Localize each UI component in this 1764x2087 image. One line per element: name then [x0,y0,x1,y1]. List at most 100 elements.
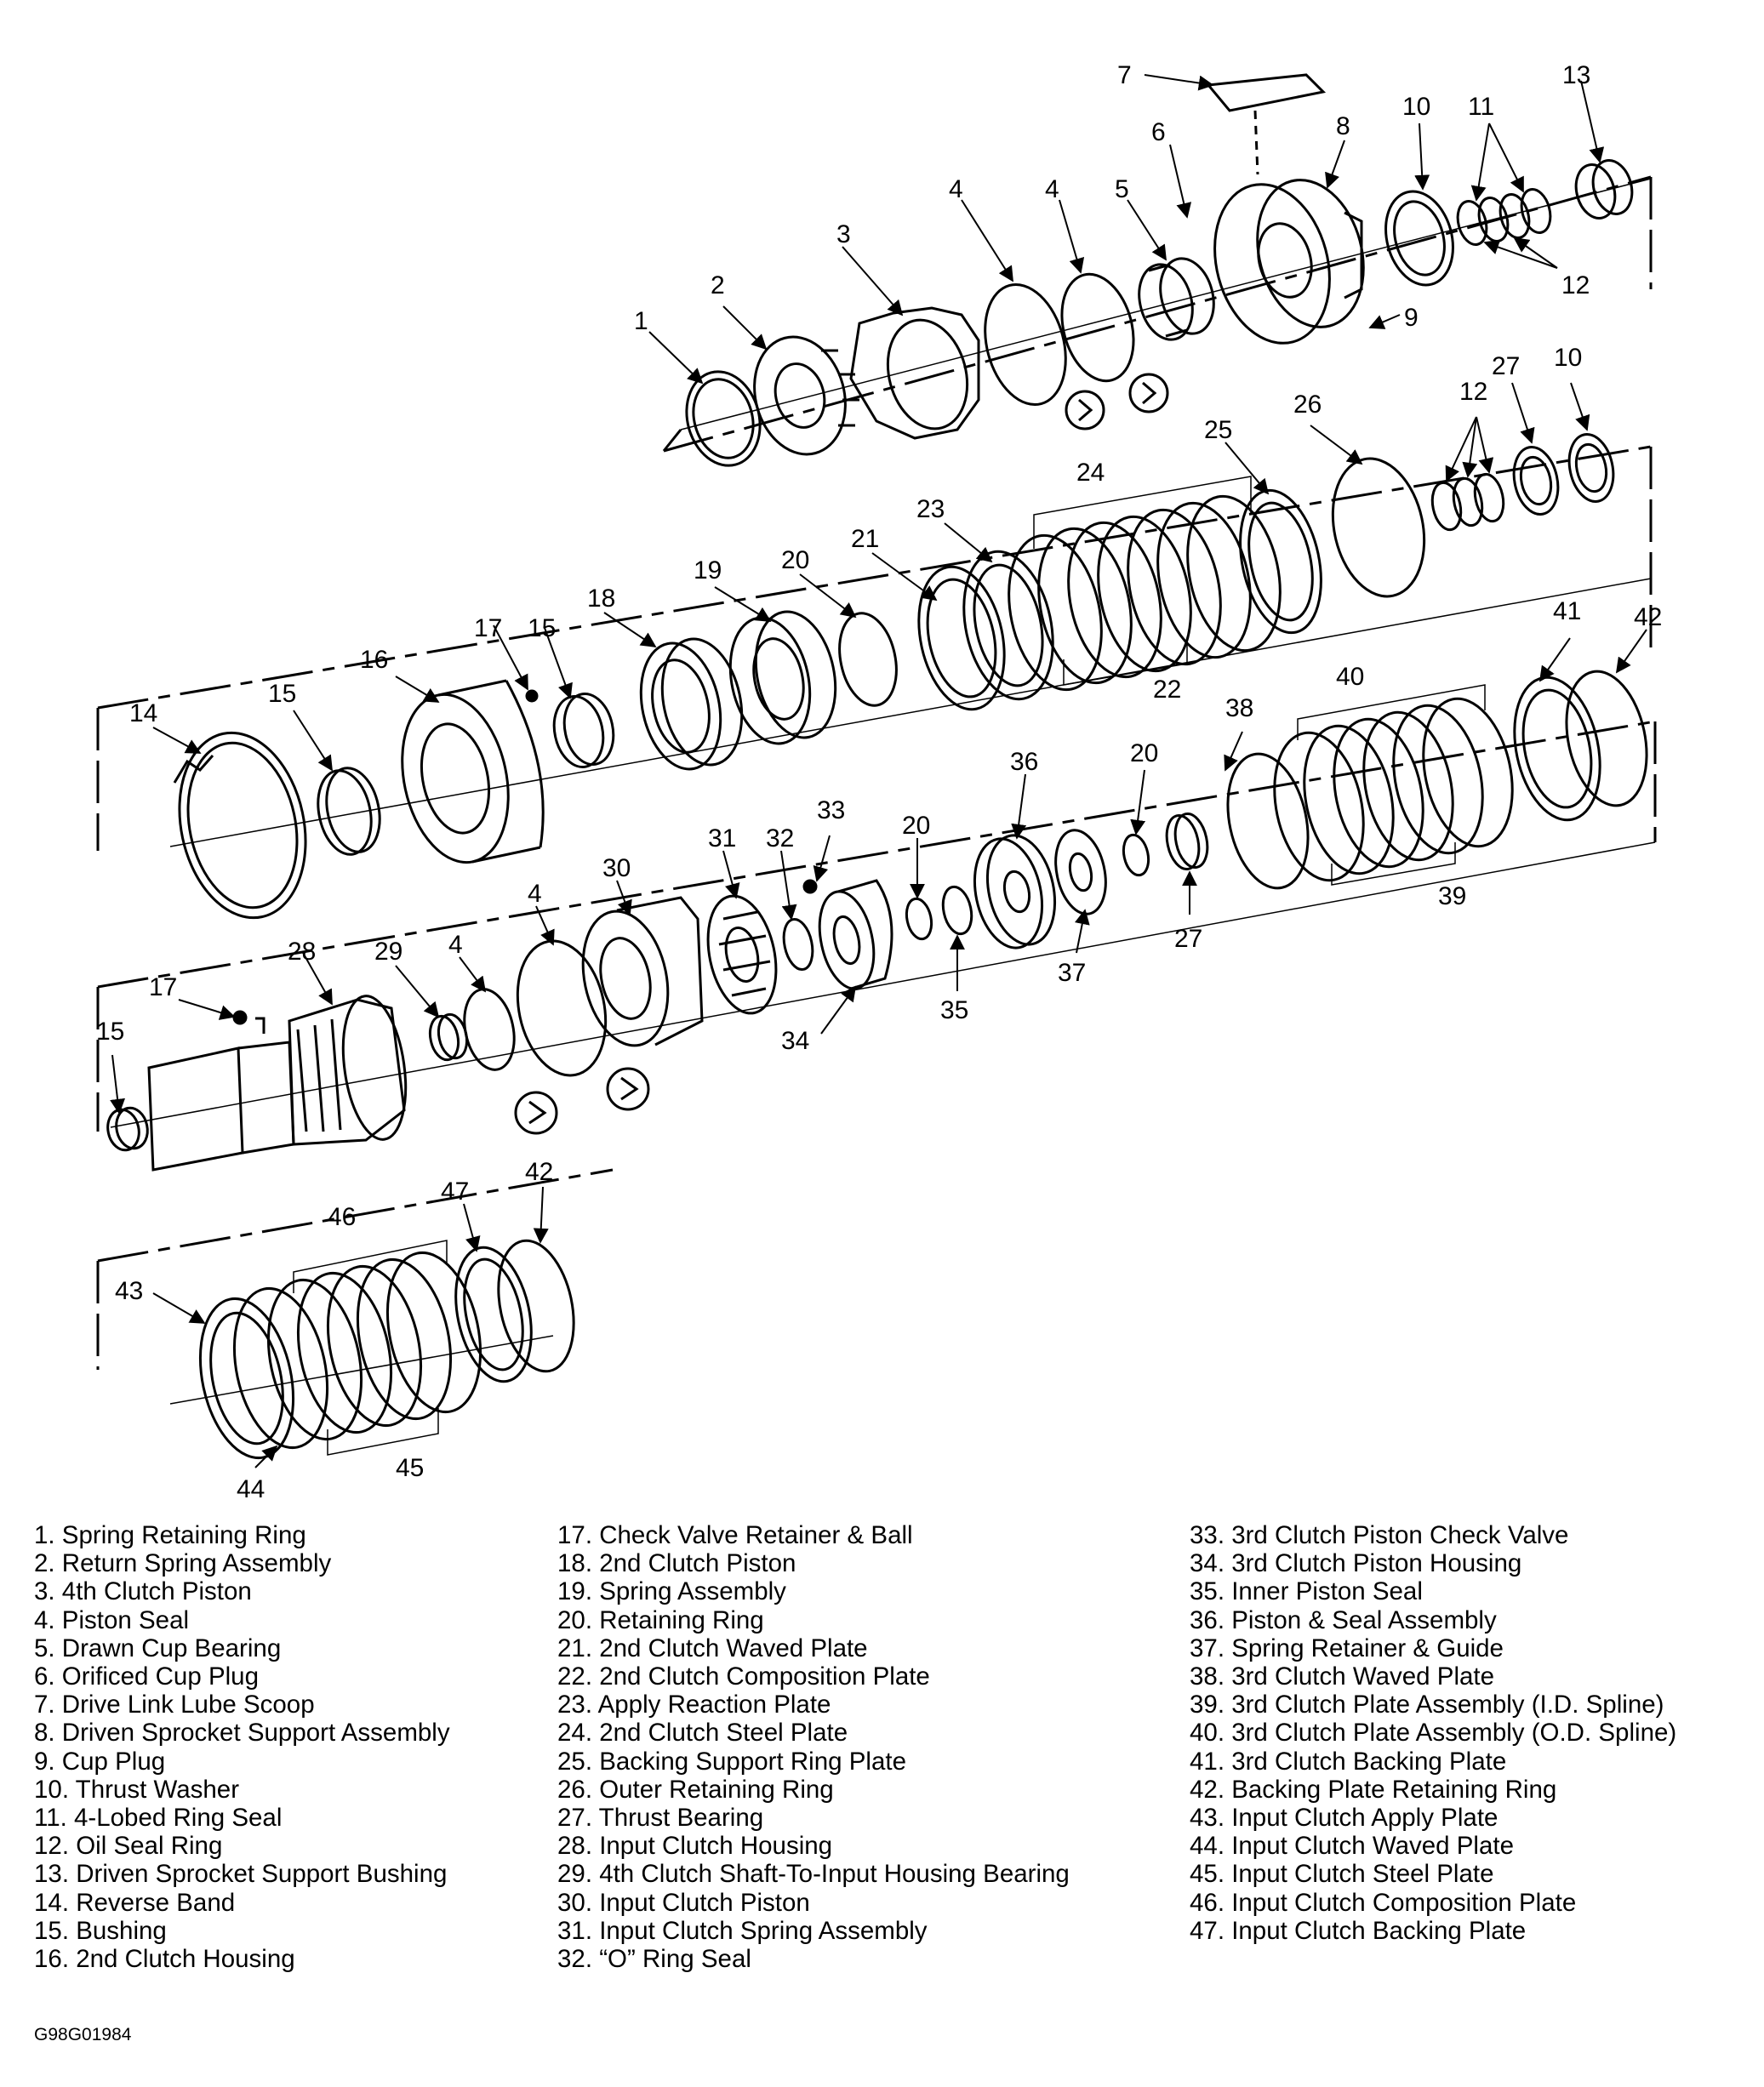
callout-2: 2 [711,271,725,299]
legend-column-1: 1. Spring Retaining Ring 2. Return Sprin… [34,1521,450,1973]
legend-column-3: 33. 3rd Clutch Piston Check Valve 34. 3r… [1190,1521,1676,1945]
part-12-oil-seal-rings-b [1430,472,1505,532]
legend-item: 28. Input Clutch Housing [557,1832,833,1861]
legend-item: 14. Reverse Band [34,1888,236,1917]
legend-item: 8. Driven Sprocket Support Assembly [34,1719,450,1748]
callout-15: 15 [528,614,556,642]
legend-item: 2. Return Spring Assembly [34,1549,332,1578]
callout-25: 25 [1204,416,1232,444]
row-4-assembly [96,1168,614,1460]
part-36-piston-seal-assembly [973,834,1057,949]
callout-3: 3 [836,220,851,248]
legend-item: 35. Inner Piston Seal [1190,1577,1423,1606]
legend-item: 24. 2nd Clutch Steel Plate [557,1719,848,1748]
legend-item: 47. Input Clutch Backing Plate [1190,1916,1527,1945]
part-35-inner-piston-seal [941,885,973,936]
legend-column-2: 17. Check Valve Retainer & Ball 18. 2nd … [557,1521,1070,1973]
legend-item: 30. Input Clutch Piston [557,1888,810,1917]
callout-12: 12 [1561,271,1590,299]
part-42-backing-plate-retaining-ring-b [497,1239,575,1373]
callout-33: 33 [817,796,845,824]
callout-43: 43 [115,1277,143,1305]
part-5-drawn-cup-bearing [1138,257,1215,341]
legend-item: 37. Spring Retainer & Guide [1190,1634,1504,1662]
part-2-return-spring-assembly [753,335,859,456]
part-47-input-clutch-backing-plate [454,1246,533,1383]
part-30-input-clutch-piston [581,896,704,1047]
callout-47: 47 [441,1178,469,1206]
callout-31: 31 [708,824,736,852]
part-22-24-clutch-pack [1008,476,1282,692]
legend-item: 6. Orificed Cup Plug [34,1662,259,1691]
callout-4: 4 [949,175,963,203]
part-10-thrust-washer-a [1384,190,1454,287]
callout-6: 6 [1151,118,1166,146]
callout-42: 42 [1634,603,1662,631]
part-15-bushing-c [106,1106,149,1152]
part-39-40-3rd-clutch-pack [1273,684,1514,886]
part-19-spring-assembly [728,610,837,745]
callout-19: 19 [694,556,722,584]
part-20-retaining-ring-c [1122,833,1150,877]
callout-15: 15 [96,1018,124,1046]
part-28-input-clutch-housing [147,995,408,1172]
legend-item: 9. Cup Plug [34,1747,166,1776]
part-3-4th-clutch-piston [849,306,980,440]
part-32-o-ring-seal [782,917,814,972]
legend-item: 3. 4th Clutch Piston [34,1577,252,1606]
legend-item: 13. Driven Sprocket Support Bushing [34,1860,448,1889]
seal-detail-b [1128,373,1169,413]
legend-item: 33. 3rd Clutch Piston Check Valve [1190,1521,1569,1549]
callout-34: 34 [781,1027,809,1055]
legend-item: 11. 4-Lobed Ring Seal [34,1804,283,1833]
legend-item: 43. Input Clutch Apply Plate [1190,1804,1499,1833]
leader-lines [110,74,1647,1468]
legend-item: 41. 3rd Clutch Backing Plate [1190,1747,1507,1776]
part-17-check-valve-b [232,1010,265,1034]
callout-12: 12 [1459,378,1487,406]
callout-37: 37 [1058,959,1086,987]
part-34-3rd-clutch-piston-housing [818,879,893,990]
part-43-input-clutch-apply-plate [198,1297,295,1460]
seal-detail-c [514,1091,558,1135]
legend-item: 27. Thrust Bearing [557,1804,764,1833]
legend-item: 45. Input Clutch Steel Plate [1190,1860,1494,1889]
part-13-driven-sprocket-support-bushing [1574,159,1634,220]
legend-item: 29. 4th Clutch Shaft-To-Input Housing Be… [557,1860,1070,1889]
callout-36: 36 [1010,748,1038,776]
callout-9: 9 [1404,304,1419,332]
legend-item: 18. 2nd Clutch Piston [557,1549,796,1578]
row-1-assembly [662,73,1653,467]
legend-item: 16. 2nd Clutch Housing [34,1945,295,1974]
callout-29: 29 [374,938,402,966]
callout-15: 15 [268,680,296,708]
part-38-3rd-clutch-waved-plate [1226,752,1310,890]
callout-18: 18 [587,584,615,613]
callout-10: 10 [1554,344,1582,372]
part-16-2nd-clutch-housing [401,679,545,864]
legend-item: 7. Drive Link Lube Scoop [34,1691,315,1719]
callout-4: 4 [528,880,542,908]
legend-item: 26. Outer Retaining Ring [557,1775,834,1804]
part-42-backing-plate-retaining-ring-a [1565,670,1648,807]
legend-item: 20. Retaining Ring [557,1605,764,1634]
part-37-spring-retainer-guide [1054,829,1107,915]
legend-item: 42. Backing Plate Retaining Ring [1190,1775,1557,1804]
callout-20: 20 [1130,739,1158,767]
callout-21: 21 [851,525,879,553]
part-31-input-clutch-spring-assembly [706,894,778,1015]
callout-30: 30 [602,854,631,882]
callout-22: 22 [1153,676,1181,704]
legend-item: 44. Input Clutch Waved Plate [1190,1832,1514,1861]
callout-45: 45 [396,1454,424,1482]
exploded-view-diagram: 7 13 10 11 8 6 4 4 5 3 12 9 2 1 27 10 12… [96,61,1662,1503]
part-14-reverse-band [173,731,307,920]
part-23-apply-reaction-plate [962,550,1054,701]
part-26-outer-retaining-ring [1331,457,1426,598]
part-4-piston-seal-d [516,939,608,1077]
parts-legend: 1. Spring Retaining Ring 2. Return Sprin… [0,1521,1764,1998]
seal-detail-a [1065,390,1105,431]
legend-item: 38. 3rd Clutch Waved Plate [1190,1662,1495,1691]
legend-item: 34. 3rd Clutch Piston Housing [1190,1549,1522,1578]
callout-4: 4 [448,931,463,959]
